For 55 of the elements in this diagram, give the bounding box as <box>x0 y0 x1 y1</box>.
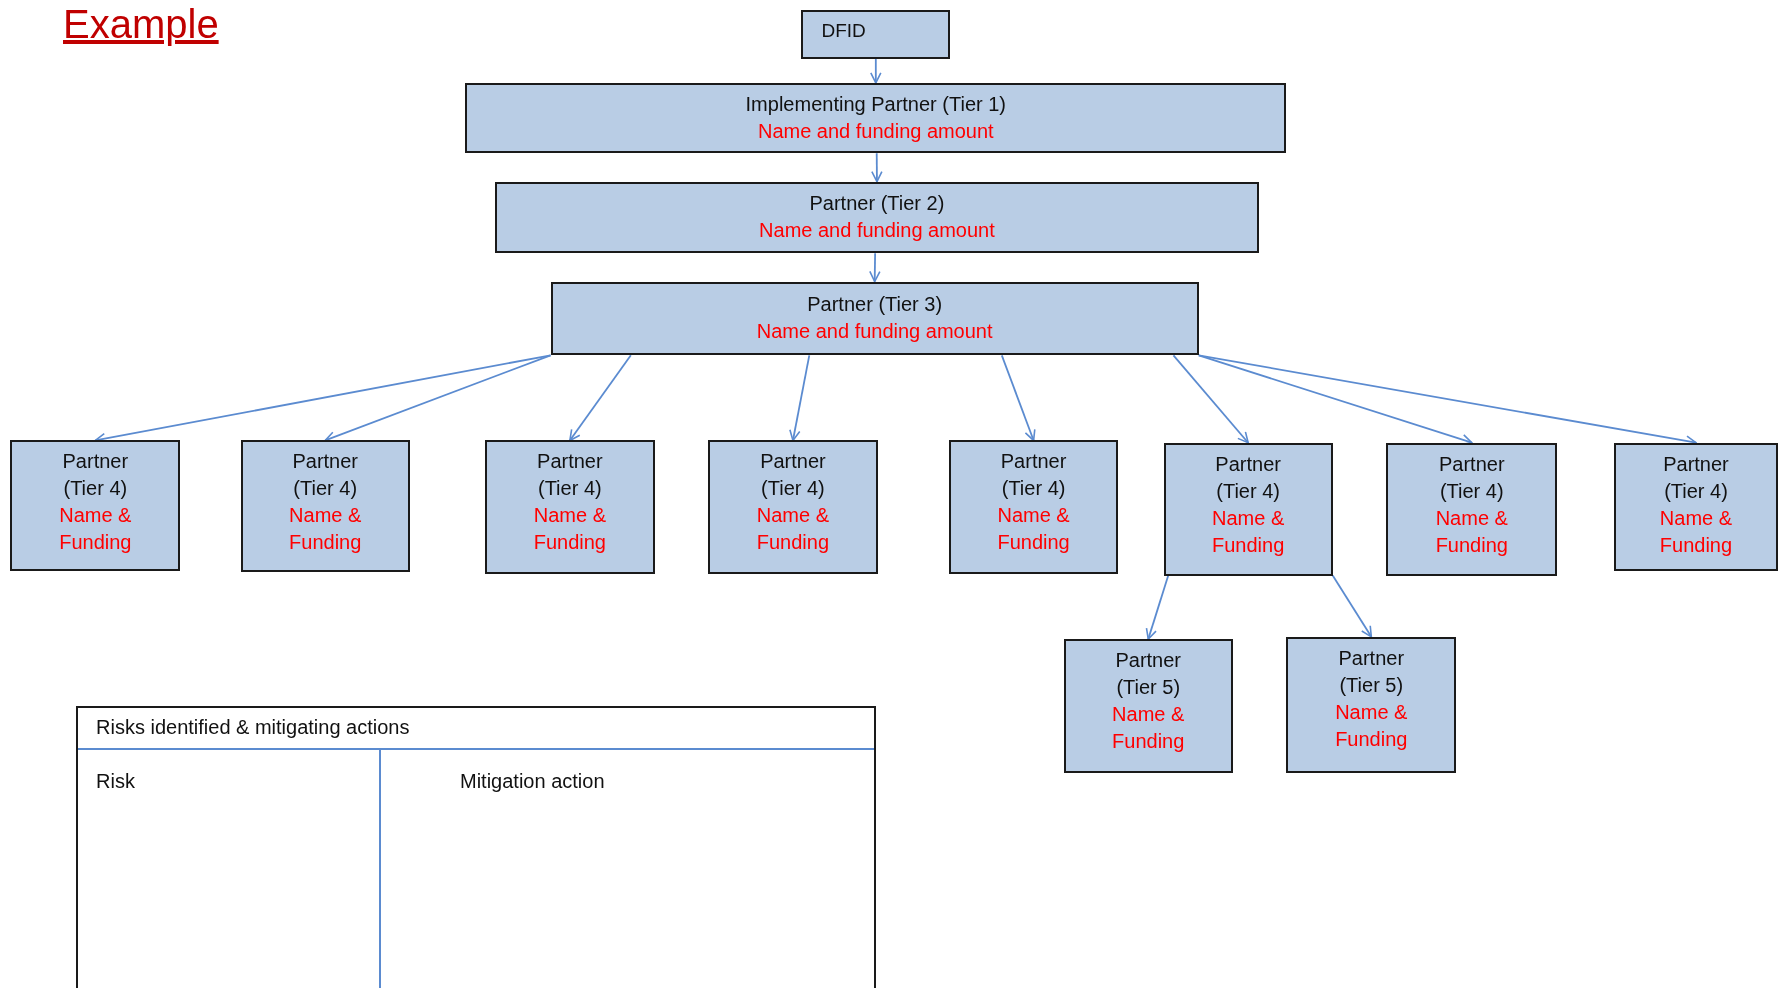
arrow <box>1331 574 1373 638</box>
arrow <box>871 152 883 183</box>
arrow <box>324 354 552 443</box>
partner-box <box>1063 639 1233 774</box>
arrow <box>1172 354 1250 444</box>
arrow <box>1145 574 1170 640</box>
partner-title: Partner (Tier 4) <box>1662 451 1730 504</box>
partner-title: Partner (Tier 3) <box>807 292 943 318</box>
name-funding-text: Name and funding amount <box>759 218 995 244</box>
column-heading: Mitigation action <box>460 770 605 793</box>
partner-box <box>240 440 410 573</box>
partner-box <box>1614 442 1778 571</box>
name-funding-text: Name and funding amount <box>756 319 993 345</box>
partner-title: Partner (Tier 4) <box>536 449 604 502</box>
partner-title: Partner (Tier 4) <box>759 449 827 502</box>
column-heading: Risk <box>96 770 135 793</box>
partner-title: Implementing Partner (Tier 1) <box>745 92 1007 118</box>
partner-box <box>484 440 655 575</box>
arrow <box>1000 354 1036 442</box>
partner-title: Partner (Tier 2) <box>809 191 945 217</box>
partner-box <box>1286 636 1457 774</box>
name-funding-text: Name & Funding <box>288 503 363 556</box>
arrow <box>789 354 811 442</box>
name-funding-text: Name & Funding <box>1658 505 1734 558</box>
arrow <box>870 58 882 84</box>
name-funding-text: Name & Funding <box>1434 505 1509 558</box>
partner-box <box>550 281 1199 356</box>
partner-box <box>465 82 1287 154</box>
table-heading: Risks identified & mitigating actions <box>96 716 410 739</box>
name-funding-text: Name & Funding <box>532 503 607 556</box>
name-funding-text: Name and funding amount <box>757 119 994 145</box>
partner-title: DFID <box>821 19 866 44</box>
partner-title: Partner (Tier 4) <box>999 449 1068 502</box>
name-funding-text: Name & Funding <box>996 503 1071 556</box>
partner-title: Partner (Tier 5) <box>1337 645 1406 698</box>
partner-title: Partner (Tier 4) <box>1214 451 1282 504</box>
partner-box <box>494 181 1259 254</box>
name-funding-text: Name & Funding <box>1211 505 1286 558</box>
title: Example <box>63 2 219 47</box>
partner-title: Partner (Tier 5) <box>1114 648 1183 701</box>
name-funding-text: Name & Funding <box>58 503 133 556</box>
partner-title: Partner (Tier 4) <box>61 449 130 502</box>
partner-box <box>708 440 878 575</box>
name-funding-text: Name & Funding <box>1111 702 1186 755</box>
partner-box <box>949 440 1119 575</box>
partner-title: Partner (Tier 4) <box>291 449 359 502</box>
name-funding-text: Name & Funding <box>755 503 831 556</box>
name-funding-text: Name & Funding <box>1334 699 1409 752</box>
partner-box <box>1386 442 1558 576</box>
arrow <box>869 252 881 283</box>
arrow <box>568 354 632 442</box>
partner-title: Partner (Tier 4) <box>1438 451 1506 504</box>
partner-box <box>1163 442 1333 576</box>
partner-box <box>10 440 181 571</box>
partner-box <box>801 10 951 59</box>
